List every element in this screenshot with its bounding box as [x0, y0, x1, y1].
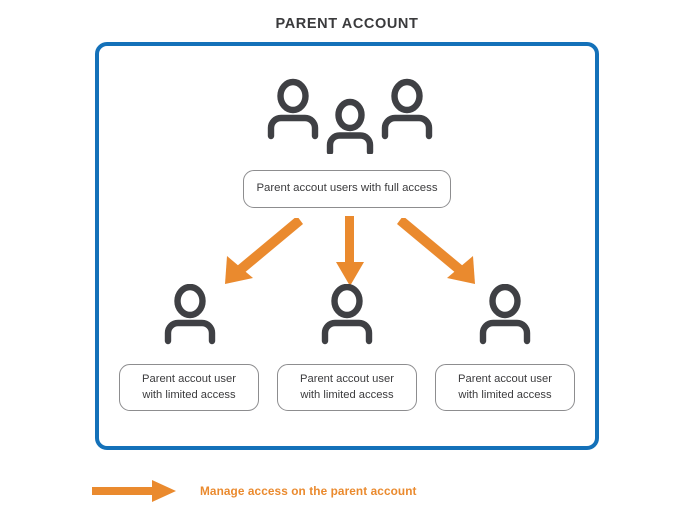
limited-access-label-line1: Parent accout user — [458, 373, 552, 385]
limited-access-label-line1: Parent accout user — [300, 373, 394, 385]
single-user-icon — [474, 283, 536, 346]
single-user-icon — [159, 283, 221, 346]
legend-label: Manage access on the parent account — [200, 484, 417, 498]
arrow-right-icon — [92, 478, 178, 504]
limited-access-label-line1: Parent accout user — [142, 373, 236, 385]
full-access-label: Parent accout users with full access — [243, 170, 451, 208]
page-title: PARENT ACCOUNT — [275, 16, 419, 32]
single-user-icon — [316, 283, 378, 346]
arrow-down-left-icon — [205, 216, 305, 288]
limited-access-label-line2: with limited access — [142, 388, 236, 401]
limited-access-label: Parent accout user with limited access — [435, 364, 575, 411]
limited-access-label: Parent accout user with limited access — [277, 364, 417, 411]
limited-access-label-line2: with limited access — [458, 388, 552, 401]
limited-access-label-line2: with limited access — [300, 388, 394, 401]
arrow-down-icon — [322, 216, 378, 288]
legend: Manage access on the parent account — [92, 478, 417, 504]
limited-access-label: Parent accout user with limited access — [119, 364, 259, 411]
three-users-icon — [265, 78, 435, 156]
arrow-down-right-icon — [395, 216, 495, 288]
